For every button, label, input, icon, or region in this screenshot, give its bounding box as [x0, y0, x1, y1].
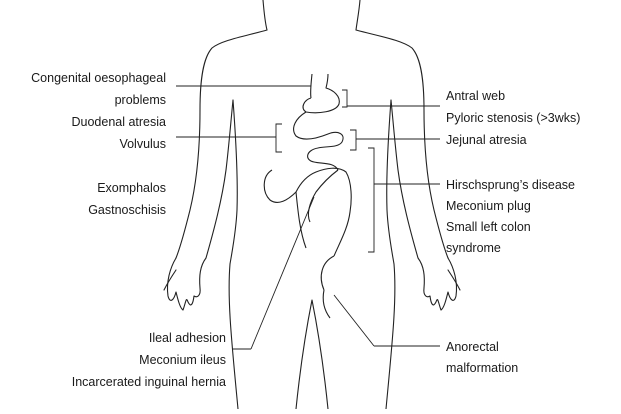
left-arm-inner: [206, 100, 233, 258]
label-exomphalos: Exomphalos: [97, 181, 166, 195]
label-meconium-plug: Meconium plug: [446, 199, 531, 213]
label-small-left-colon-2: syndrome: [446, 241, 501, 255]
sigmoid-colon: [321, 256, 334, 290]
antral-bracket: [342, 90, 347, 107]
label-inguinal-hernia: Incarcerated inguinal hernia: [72, 375, 226, 389]
brackets: [276, 90, 374, 252]
right-leg-outer: [386, 264, 395, 409]
gi-tract: [264, 74, 351, 318]
head-neck-left: [263, 0, 267, 30]
right-shoulder-arm-outer: [356, 30, 448, 258]
label-duodenal-atresia: Duodenal atresia: [71, 115, 166, 129]
label-gastroschisis: Gastnoschisis: [88, 203, 166, 217]
left-hand: [167, 258, 206, 310]
left-shoulder-arm-outer: [176, 30, 267, 258]
duodenal-bracket: [276, 124, 282, 152]
left-leg-outer: [229, 264, 238, 409]
jejunum-loop: [308, 148, 338, 170]
label-anorectal-1: Anorectal: [446, 340, 499, 354]
colon-bracket: [368, 148, 374, 252]
duodenum-loop: [294, 112, 343, 148]
right-arm-inner: [391, 100, 418, 258]
ileal-leader-diagonal: [251, 197, 314, 349]
head-neck-right: [356, 0, 360, 30]
crotch-inner-legs: [296, 300, 328, 409]
label-oesophageal-line1: Congenital oesophageal: [31, 71, 166, 85]
label-volvulus: Volvulus: [119, 137, 166, 151]
small-bowel: [308, 170, 338, 222]
jejunal-bracket: [350, 130, 356, 150]
label-pyloric-stenosis: Pyloric stenosis (>3wks): [446, 111, 580, 125]
right-hand: [418, 258, 457, 310]
rectum: [323, 290, 330, 318]
left-labels: Congenital oesophageal problems Duodenal…: [31, 71, 226, 389]
right-labels: Antral web Pyloric stenosis (>3wks) Jeju…: [446, 89, 580, 375]
label-hirschsprung: Hirschsprung’s disease: [446, 178, 575, 192]
stomach: [303, 74, 339, 113]
label-jejunal-atresia: Jejunal atresia: [446, 133, 527, 147]
label-meconium-ileus: Meconium ileus: [139, 353, 226, 367]
label-small-left-colon-1: Small left colon: [446, 220, 531, 234]
body-outline: [164, 0, 460, 409]
label-anorectal-2: malformation: [446, 361, 518, 375]
label-ileal-adhesion: Ileal adhesion: [149, 331, 226, 345]
anorectal-leader-diagonal: [334, 295, 374, 346]
label-antral-web: Antral web: [446, 89, 505, 103]
label-oesophageal-line2: problems: [115, 93, 166, 107]
